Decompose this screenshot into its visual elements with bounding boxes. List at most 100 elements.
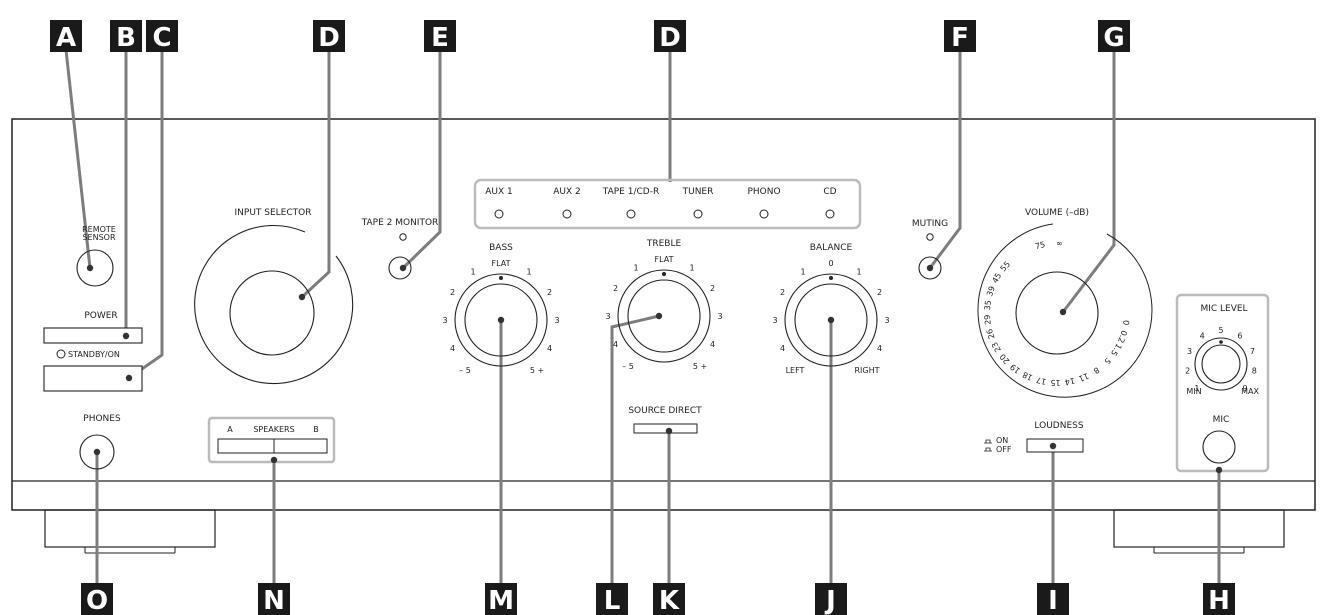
- input-indicator-1: [494, 209, 504, 219]
- balance-left-tick: 2: [780, 288, 785, 297]
- right-foot: [1113, 509, 1285, 548]
- callout-bottom-7-box: [1037, 583, 1069, 615]
- bass-right-tick: 3: [554, 316, 559, 325]
- input-label-4: TUNER: [682, 187, 714, 197]
- callout-bottom-4-letter: L: [604, 586, 621, 615]
- volume-scale-mark: 26: [985, 328, 997, 340]
- callout-top-5-letter: E: [431, 23, 449, 53]
- bass-right-tick: 4: [547, 344, 552, 353]
- callout-bottom-2-letter: N: [263, 586, 285, 615]
- callout-top-1-box: [50, 20, 82, 52]
- power-switch[interactable]: [43, 327, 143, 344]
- callout-top-4: D: [313, 20, 345, 53]
- phones-label: PHONES: [83, 414, 121, 424]
- standby-on-button[interactable]: [43, 365, 143, 392]
- mic-min-label: MIN: [1186, 387, 1201, 396]
- leader-dot: [93, 448, 101, 456]
- callout-top-7-box: [944, 20, 976, 52]
- input-indicator-3: [626, 209, 636, 219]
- balance-left-tick: 4: [780, 344, 785, 353]
- bass-left-tick: 3: [442, 316, 447, 325]
- input-selector-label: INPUT SELECTOR: [235, 208, 312, 218]
- balance-right-tick: 4: [877, 344, 882, 353]
- callout-top-2: B: [110, 20, 142, 53]
- speakers-a-switch[interactable]: [217, 438, 275, 454]
- muting-section: MUTING: [912, 219, 948, 280]
- volume-scale-mark: 0: [1121, 320, 1131, 326]
- callout-bottom-3: M: [485, 583, 517, 615]
- leader-dot: [125, 374, 133, 382]
- muting-label: MUTING: [912, 219, 948, 229]
- balance-bottom-left-label: LEFT: [786, 366, 805, 375]
- phones-jack[interactable]: [79, 434, 115, 470]
- tape2-monitor-button[interactable]: [388, 256, 412, 280]
- mic-frame: [1175, 293, 1270, 473]
- callout-top-6-box: [654, 20, 686, 52]
- mic-level-scale-mark: 3: [1187, 347, 1192, 356]
- input-indicator-4: [693, 209, 703, 219]
- callout-bottom-1: O: [81, 583, 113, 615]
- volume-scale-mark: 20: [998, 352, 1011, 366]
- left-foot: [44, 509, 216, 548]
- balance-right-tick: 1: [856, 268, 861, 277]
- callout-top-5-box: [424, 20, 456, 52]
- input-selector-outer-ring: [194, 225, 354, 385]
- leader-dot: [665, 427, 673, 435]
- volume-scale-mark: ∞: [1056, 239, 1063, 248]
- callout-top-8: G: [1098, 20, 1130, 53]
- source-direct-button[interactable]: [633, 423, 698, 434]
- bass-knob[interactable]: [464, 283, 538, 357]
- speakers-b-switch[interactable]: [273, 438, 328, 454]
- bass-right-tick: 2: [547, 288, 552, 297]
- treble-right-tick: 4: [710, 340, 715, 349]
- balance-right-tick: 3: [884, 316, 889, 325]
- volume-label: VOLUME (–dB): [1025, 208, 1089, 218]
- callout-top-4-box: [313, 20, 345, 52]
- balance-outer-ring: [784, 273, 878, 367]
- volume-scale-mark: 1.5: [1109, 342, 1123, 358]
- volume-scale-mark: 14: [1064, 376, 1076, 387]
- bass-bottom-right-label: 5 +: [530, 366, 544, 375]
- callout-bottom-2: N: [258, 583, 290, 615]
- mic-max-label: MAX: [1241, 387, 1259, 396]
- callout-bottom-4: L: [596, 583, 628, 615]
- treble-outer-ring: [617, 269, 711, 363]
- speakers-label: SPEAKERS: [253, 425, 294, 434]
- treble-title: TREBLE: [646, 239, 682, 249]
- mic-level-scale-mark: 8: [1252, 367, 1257, 376]
- callout-top-1: A: [50, 20, 82, 53]
- input-selector-knob[interactable]: [229, 270, 315, 356]
- callout-bottom-8: H: [1203, 583, 1235, 615]
- volume-knob[interactable]: [1015, 271, 1099, 355]
- callout-bottom-3-letter: M: [488, 586, 514, 615]
- bass-title: BASS: [489, 243, 513, 253]
- speakers-b-label: B: [313, 425, 319, 434]
- treble-left-tick: 1: [633, 264, 638, 273]
- mic-jack[interactable]: [1202, 430, 1236, 464]
- chassis: [11, 118, 1316, 554]
- callout-top-7-letter: F: [951, 23, 969, 53]
- balance-knob[interactable]: [794, 283, 868, 357]
- standby-on-label: STANDBY/ON: [68, 350, 120, 359]
- mic-level-knob[interactable]: [1201, 344, 1241, 384]
- mic-label: MIC: [1213, 415, 1230, 425]
- input-indicator-6: [825, 209, 835, 219]
- leader-dot: [298, 293, 306, 301]
- balance-bottom-right-label: RIGHT: [854, 366, 879, 375]
- callout-bottom-8-box: [1203, 583, 1235, 615]
- muting-button[interactable]: [918, 256, 942, 280]
- treble-left-tick: 3: [605, 312, 610, 321]
- loudness-off-label: OFF: [996, 445, 1012, 454]
- treble-knob[interactable]: [627, 279, 701, 353]
- treble-left-tick: 4: [613, 340, 618, 349]
- standby-indicator: [56, 349, 66, 359]
- treble-right-tick: 3: [717, 312, 722, 321]
- speakers-frame: [207, 416, 336, 464]
- callout-bottom-6-box: [815, 583, 847, 615]
- balance-top-label: 0: [828, 259, 833, 268]
